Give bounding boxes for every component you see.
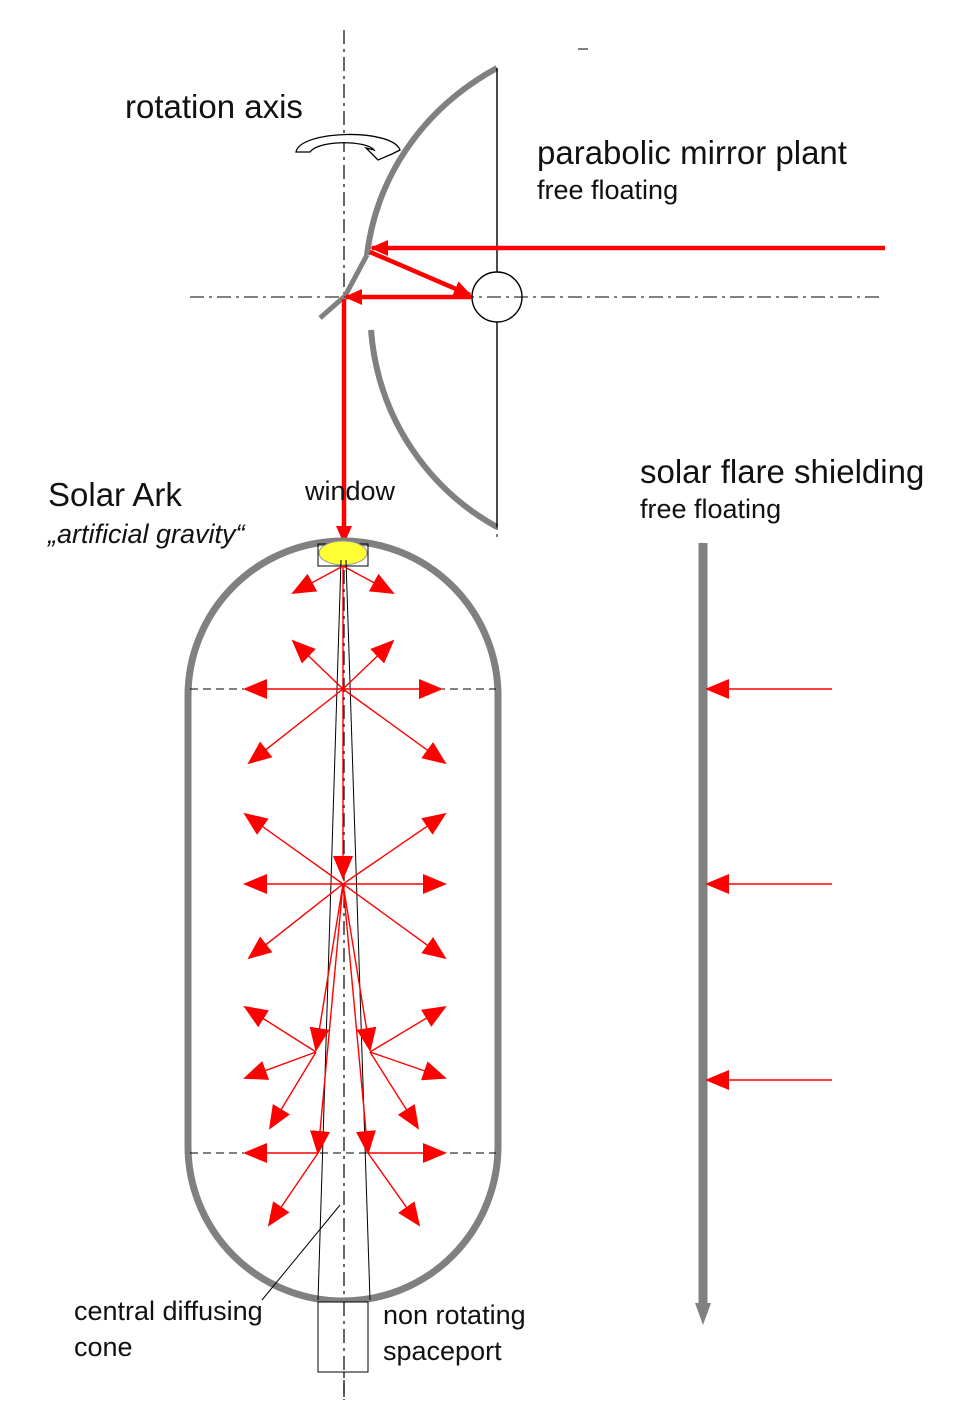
solar-flare-rays bbox=[705, 679, 832, 1090]
solar-ark-subtitle: „artificial gravity“ bbox=[48, 519, 245, 549]
window-label: window bbox=[305, 476, 396, 506]
mirror-subtitle: free floating bbox=[537, 175, 679, 205]
solar-flare-shield bbox=[695, 543, 711, 1325]
spaceport-label-line1: non rotating bbox=[383, 1300, 526, 1330]
rotation-arrow-icon bbox=[295, 133, 401, 161]
shield-subtitle: free floating bbox=[640, 494, 782, 524]
spaceport bbox=[317, 1301, 369, 1400]
window bbox=[318, 540, 368, 566]
cone-label-line2: cone bbox=[74, 1332, 133, 1362]
shield-title: solar flare shielding bbox=[640, 453, 925, 490]
cone-leader-line bbox=[261, 1204, 341, 1301]
rotation-axis-label: rotation axis bbox=[125, 88, 303, 125]
solar-ark-title: Solar Ark bbox=[48, 476, 182, 513]
mirror-title: parabolic mirror plant bbox=[537, 134, 847, 171]
spaceport-label-line2: spaceport bbox=[383, 1336, 502, 1366]
cone-label-line1: central diffusing bbox=[74, 1296, 263, 1326]
diffused-light-rays bbox=[243, 565, 447, 1227]
sunlight-beam bbox=[336, 240, 885, 544]
